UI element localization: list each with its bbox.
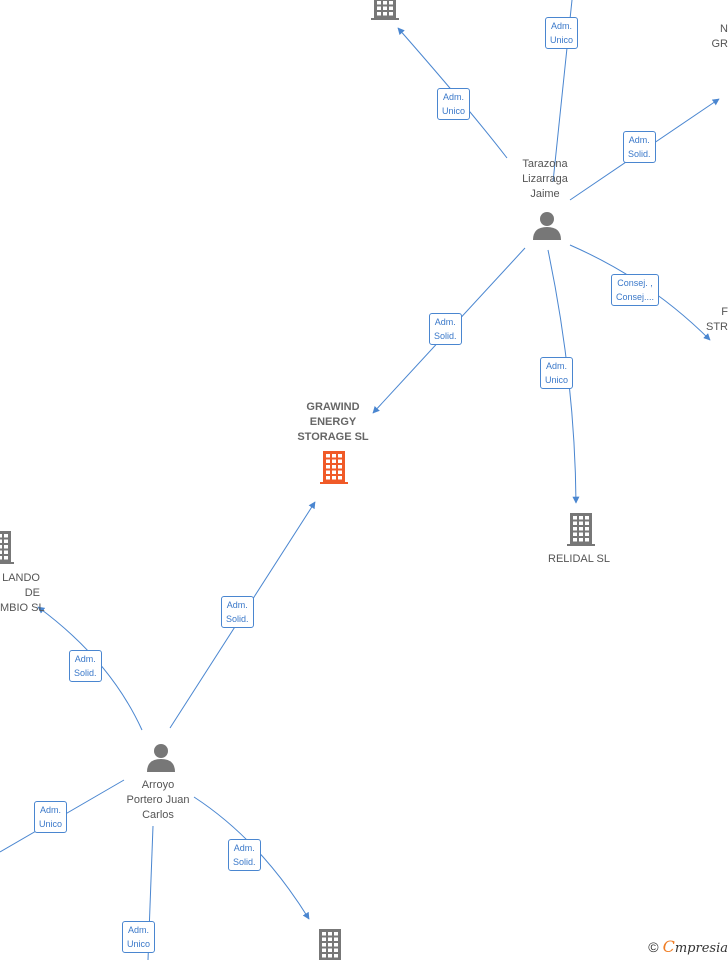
person-label-tarazona[interactable]: Tarazona Lizarraga Jaime: [522, 158, 568, 200]
building-icon[interactable]: [316, 929, 344, 960]
edge-label-adm-unico[interactable]: Adm. Unico: [540, 357, 574, 389]
edge-label-adm-unico[interactable]: Adm. Unico: [122, 921, 156, 953]
company-label-relidal[interactable]: RELIDAL SL: [548, 553, 610, 565]
building-icon[interactable]: [0, 531, 14, 564]
person-label-arroyo[interactable]: Arroyo Portero Juan Carlos: [126, 779, 190, 821]
building-icon[interactable]: [371, 0, 399, 20]
company-label-left[interactable]: LANDO DE MBIO SL: [0, 572, 45, 614]
edge-label-adm-unico[interactable]: Adm. Unico: [545, 17, 579, 49]
edge-label-adm-solid[interactable]: Adm. Solid.: [623, 131, 656, 163]
edge-label-adm-solid[interactable]: Adm. Solid.: [228, 839, 261, 871]
edge-label-adm-solid[interactable]: Adm. Solid.: [221, 596, 254, 628]
building-icon-highlight[interactable]: [320, 451, 348, 484]
edge-label-adm-unico[interactable]: Adm. Unico: [437, 88, 471, 120]
person-icon[interactable]: [533, 212, 561, 240]
building-icon[interactable]: [567, 513, 595, 546]
company-label-right-mid[interactable]: F STR: [706, 306, 728, 333]
edge-label-adm-unico[interactable]: Adm. Unico: [34, 801, 68, 833]
company-label-grawind[interactable]: GRAWIND ENERGY STORAGE SL: [297, 401, 369, 443]
edge-label-consej[interactable]: Consej. , Consej....: [611, 274, 660, 306]
brand-logo: ©Cmpresia: [648, 937, 728, 956]
company-label-right-top[interactable]: N GR: [711, 23, 728, 50]
edge-label-adm-solid[interactable]: Adm. Solid.: [69, 650, 102, 682]
person-icon[interactable]: [147, 744, 175, 772]
edge-label-adm-solid[interactable]: Adm. Solid.: [429, 313, 462, 345]
